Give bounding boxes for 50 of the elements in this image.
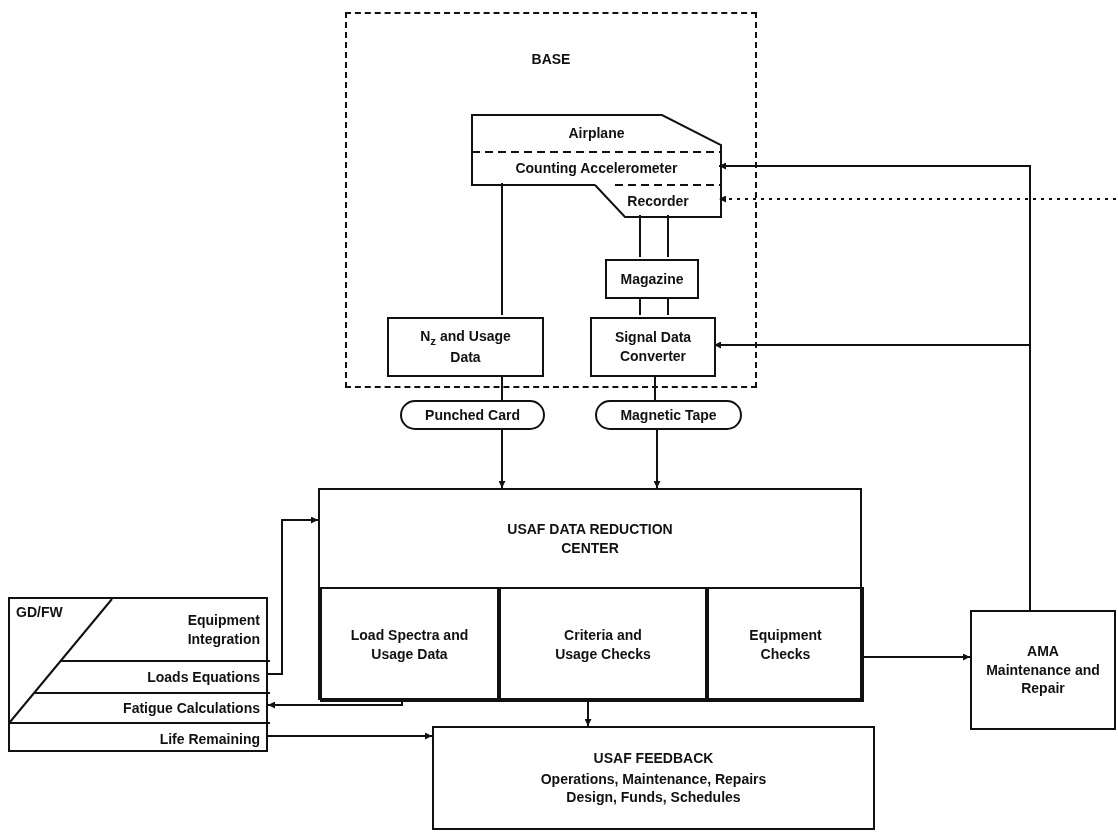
process-cell (320, 587, 499, 702)
box-label: Loads Equations (147, 667, 260, 687)
box-label: USAF DATA REDUCTION CENTER (506, 520, 674, 558)
box-label: Counting Accelerometer (515, 159, 678, 178)
converter-box (590, 317, 716, 377)
connector-line (501, 182, 503, 316)
box-label: Maintenance and Repair (985, 660, 1101, 699)
arrow (267, 732, 433, 740)
maintenance-box (970, 610, 1116, 730)
box-label: Magnetic Tape (620, 405, 717, 425)
box-label: Operations, Maintenance, Repairs Design, Funds, Schedules (539, 769, 768, 808)
box-label: Airplane (568, 124, 625, 143)
connector-line (501, 374, 503, 401)
box-label: Criteria and Usage Checks (554, 625, 652, 664)
process-cell (499, 587, 707, 702)
feedback-box (432, 726, 875, 830)
accelerometer-box (472, 152, 721, 185)
box-label: Life Remaining (159, 729, 260, 749)
box-label: Magazine (620, 269, 684, 289)
box-label: Equipment Integration (186, 610, 260, 649)
process-cell (707, 587, 864, 702)
box-label: N$_{z}$ and Usage Data (419, 326, 512, 368)
arrow (861, 653, 971, 661)
recorder-box (595, 185, 721, 217)
arrow (653, 429, 661, 489)
box-heading: USAF FEEDBACK (593, 748, 714, 768)
box-label: Signal Data Converter (613, 328, 693, 366)
box-label: Load Spectra and Usage Data (349, 625, 470, 664)
box-heading: AMA (1027, 641, 1059, 661)
connector-line (639, 214, 669, 258)
box-label: Recorder (627, 191, 689, 211)
base-region (345, 12, 757, 388)
arrow (267, 516, 319, 675)
box-label: Punched Card (425, 405, 520, 425)
arrow (498, 429, 506, 489)
magnetic-tape-terminal (595, 400, 742, 430)
magazine-box (605, 259, 699, 299)
connector-line (654, 374, 656, 401)
connector-line (639, 296, 669, 316)
arrow (584, 699, 592, 727)
box-label: Equipment Checks (748, 625, 823, 664)
punched-card-terminal (400, 400, 545, 430)
data-box (387, 317, 544, 377)
box-label: GD/FW (16, 603, 63, 622)
reduction-center-box (318, 488, 862, 700)
airplane-box (472, 115, 721, 152)
arrow (267, 699, 403, 709)
box-label: Fatigue Calculations (123, 698, 260, 718)
analysis-box (8, 597, 268, 752)
box-label: BASE (531, 50, 571, 69)
